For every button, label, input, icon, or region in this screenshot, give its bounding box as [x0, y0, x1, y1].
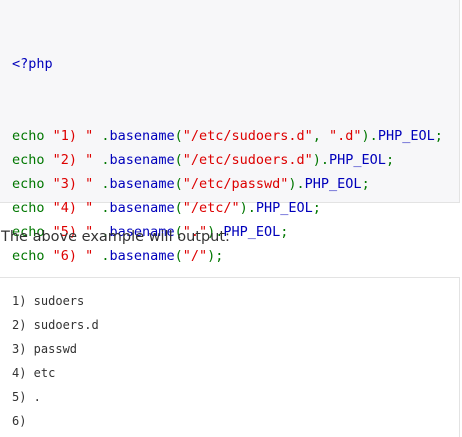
paren: ).	[239, 200, 256, 216]
echo-keyword: echo	[12, 176, 53, 192]
paren: (	[174, 176, 183, 192]
concat-operator: .	[93, 200, 110, 216]
output-line: 2) sudoers.d	[12, 318, 99, 332]
function-name: basename	[109, 200, 175, 216]
string-literal: "5) "	[52, 224, 94, 240]
string-literal: "4) "	[52, 200, 94, 216]
code-line: echo "6) " .basename("/");	[12, 244, 443, 268]
php-eol-constant: PHP_EOL	[329, 152, 386, 168]
string-argument: "/"	[182, 248, 208, 264]
paren: (	[174, 128, 183, 144]
echo-keyword: echo	[12, 128, 53, 144]
concat-operator: .	[93, 248, 110, 264]
code-line: echo "2) " .basename("/etc/sudoers.d").P…	[12, 148, 443, 172]
semicolon: ;	[215, 248, 224, 264]
string-argument: "/etc/sudoers.d"	[182, 152, 313, 168]
function-name: basename	[109, 224, 175, 240]
code-line: echo "1) " .basename("/etc/sudoers.d", "…	[12, 124, 443, 148]
string-argument: ".d"	[329, 128, 362, 144]
output-line: 1) sudoers	[12, 294, 85, 308]
php-open-tag: <?php	[12, 56, 53, 72]
concat-operator: .	[93, 152, 110, 168]
output-line: 4) etc	[12, 366, 56, 380]
semicolon: ;	[385, 152, 395, 168]
semicolon: ;	[361, 176, 370, 192]
output-line: 5) .	[12, 390, 41, 404]
paren: (	[174, 200, 183, 216]
paren: )	[207, 248, 216, 264]
concat-operator: .	[93, 224, 110, 240]
php-code: <?php echo "1) " .basename("/etc/sudoers…	[12, 4, 443, 388]
concat-operator: .	[93, 176, 110, 192]
argument-separator: ,	[312, 128, 330, 144]
string-literal: "2) "	[52, 152, 94, 168]
function-name: basename	[109, 128, 175, 144]
string-argument: "/etc/passwd"	[182, 176, 289, 192]
function-name: basename	[109, 248, 175, 264]
output-example-box: 1) sudoers 2) sudoers.d 3) passwd 4) etc 5) …	[0, 277, 460, 437]
output-label: The above example will output:	[1, 229, 230, 245]
string-argument: "."	[182, 224, 208, 240]
echo-keyword: echo	[12, 224, 53, 240]
example-output: 1) sudoers 2) sudoers.d 3) passwd 4) etc 5) …	[12, 289, 99, 433]
paren: ).	[288, 176, 305, 192]
paren: (	[174, 224, 183, 240]
paren: ).	[312, 152, 330, 168]
string-literal: "3) "	[52, 176, 94, 192]
function-name: basename	[109, 176, 175, 192]
echo-keyword: echo	[12, 152, 53, 168]
string-literal: "1) "	[52, 128, 94, 144]
function-name: basename	[109, 152, 175, 168]
string-literal: "6) "	[52, 248, 94, 264]
output-line: 6)	[12, 414, 27, 428]
paren: ).	[361, 128, 378, 144]
concat-operator: .	[93, 128, 110, 144]
paren: (	[174, 152, 183, 168]
code-line: echo "4) " .basename("/etc/").PHP_EOL;	[12, 196, 443, 220]
echo-keyword: echo	[12, 200, 53, 216]
php-eol-constant: PHP_EOL	[377, 128, 435, 144]
string-argument: "/etc/sudoers.d"	[182, 128, 313, 144]
paren: (	[174, 248, 183, 264]
semicolon: ;	[434, 128, 443, 144]
output-line: 3) passwd	[12, 342, 78, 356]
echo-keyword: echo	[12, 248, 53, 264]
string-argument: "/etc/"	[182, 200, 240, 216]
semicolon: ;	[312, 200, 321, 216]
semicolon: ;	[280, 224, 289, 240]
code-line: echo "5) " .basename(".").PHP_EOL;	[12, 220, 443, 244]
php-eol-constant: PHP_EOL	[304, 176, 362, 192]
paren: ).	[207, 224, 224, 240]
code-line: echo "3) " .basename("/etc/passwd").PHP_…	[12, 172, 443, 196]
php-eol-constant: PHP_EOL	[223, 224, 281, 240]
code-example-box: <?php echo "1) " .basename("/etc/sudoers…	[0, 0, 460, 336]
php-eol-constant: PHP_EOL	[255, 200, 313, 216]
code-lines: echo "1) " .basename("/etc/sudoers.d", "…	[12, 124, 443, 268]
